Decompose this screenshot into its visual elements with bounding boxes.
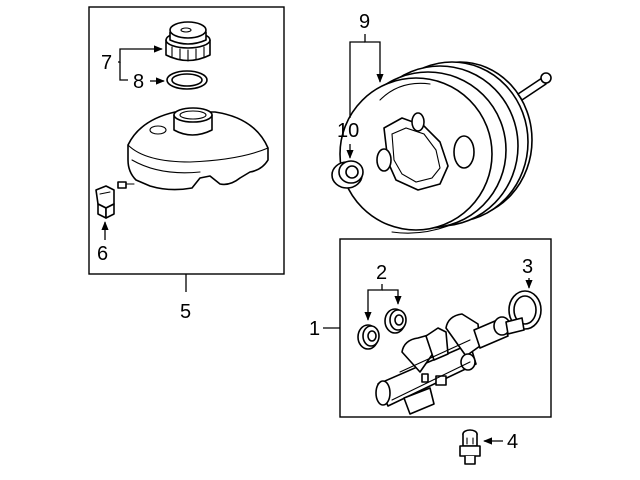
callout-2: 2 — [376, 262, 387, 284]
reservoir-seal-left — [357, 324, 380, 350]
leader-2-right — [382, 289, 402, 305]
leader-9-booster — [364, 34, 384, 83]
leader-7-seal — [119, 62, 128, 81]
callout-9: 9 — [359, 11, 370, 33]
reservoir-seal-right — [384, 308, 407, 334]
callout-7: 7 — [101, 52, 112, 74]
callout-4: 4 — [507, 431, 518, 453]
leader-7-cap — [118, 45, 163, 63]
reservoir-cap — [165, 21, 211, 62]
brake-booster — [339, 61, 552, 234]
leader-2-left — [364, 284, 383, 321]
cap-seal-ring — [166, 70, 208, 90]
master-cylinder — [375, 313, 525, 415]
callout-10: 10 — [337, 120, 359, 142]
pressure-sensor — [459, 429, 481, 465]
callout-5: 5 — [180, 301, 191, 323]
callout-1: 1 — [309, 318, 320, 340]
callout-8: 8 — [133, 71, 144, 93]
fluid-reservoir — [117, 107, 269, 191]
level-sensor-connector — [95, 185, 115, 219]
leader-9-grommet — [349, 41, 365, 118]
booster-grommet — [331, 160, 364, 189]
callout-6: 6 — [97, 243, 108, 265]
callout-3: 3 — [522, 256, 533, 278]
